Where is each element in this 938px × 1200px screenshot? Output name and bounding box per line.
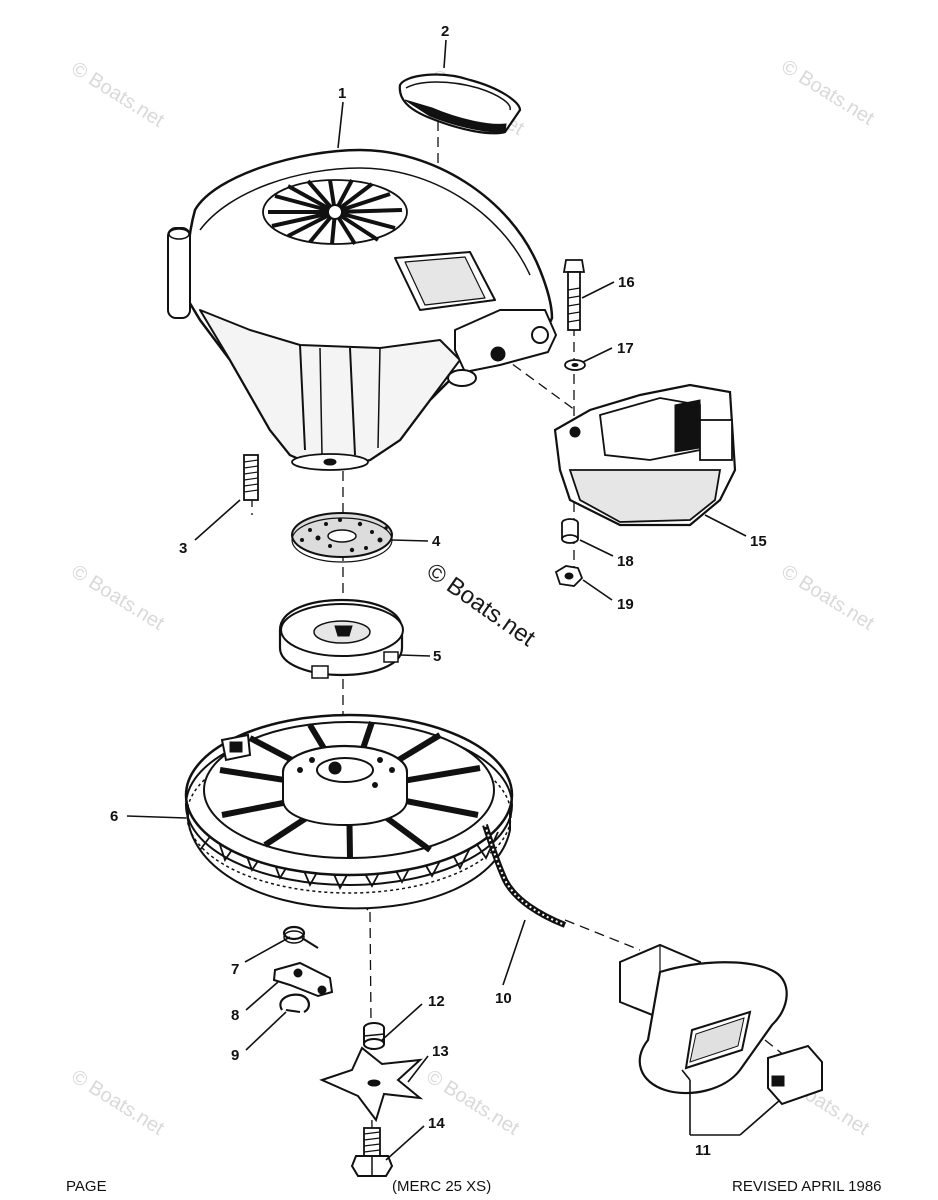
watermark-bottom-left: © Boats.net xyxy=(67,1066,168,1140)
callout-17: 17 xyxy=(617,340,634,357)
callout-7: 7 xyxy=(231,961,239,978)
watermark-top-right: © Boats.net xyxy=(777,56,878,130)
star-plate xyxy=(319,1046,424,1123)
callout-6: 6 xyxy=(110,808,118,825)
bracket xyxy=(553,383,737,527)
starter-rope xyxy=(482,824,567,928)
watermark-mid-left: © Boats.net xyxy=(67,561,168,635)
callout-12: 12 xyxy=(428,993,445,1010)
cover-plate xyxy=(398,73,522,135)
svg-text:© Boats.net: © Boats.net xyxy=(777,56,878,130)
callout-18: 18 xyxy=(617,553,634,570)
callout-10: 10 xyxy=(495,990,512,1007)
bushing xyxy=(363,1022,385,1050)
drive-cup xyxy=(278,598,404,679)
callout-2: 2 xyxy=(441,23,449,40)
pin xyxy=(243,454,259,501)
starter-housing xyxy=(167,148,557,471)
callout-3: 3 xyxy=(179,540,187,557)
retainer-clip xyxy=(279,993,310,1013)
washer xyxy=(564,359,586,371)
pawl xyxy=(272,961,334,998)
nut xyxy=(554,565,584,587)
callout-9: 9 xyxy=(231,1047,239,1064)
pawl-spring xyxy=(282,925,319,949)
callout-8: 8 xyxy=(231,1007,239,1024)
svg-text:© Boats.net: © Boats.net xyxy=(67,58,168,132)
svg-text:© Boats.net: © Boats.net xyxy=(422,558,541,652)
footer-page-label: PAGE xyxy=(66,1178,107,1195)
friction-washer xyxy=(291,512,393,563)
callout-16: 16 xyxy=(618,274,635,291)
callout-11: 11 xyxy=(695,1142,711,1159)
bolt xyxy=(562,259,586,331)
callout-1: 1 xyxy=(338,85,346,102)
footer-model-label: (MERC 25 XS) xyxy=(392,1178,492,1195)
spacer xyxy=(561,518,579,544)
svg-text:© Boats.net: © Boats.net xyxy=(67,561,168,635)
watermark-top-left: © Boats.net xyxy=(67,58,168,132)
watermark-center: © Boats.net xyxy=(422,558,541,652)
callout-5: 5 xyxy=(433,648,441,665)
callout-15: 15 xyxy=(750,533,767,550)
callout-4: 4 xyxy=(432,533,441,550)
svg-text:© Boats.net: © Boats.net xyxy=(777,561,878,635)
callout-13: 13 xyxy=(432,1043,449,1060)
watermark-mid-right: © Boats.net xyxy=(777,561,878,635)
screw xyxy=(350,1127,394,1177)
svg-text:© Boats.net: © Boats.net xyxy=(67,1066,168,1140)
rope-pulley xyxy=(184,713,514,910)
callout-14: 14 xyxy=(428,1115,445,1132)
starter-handle xyxy=(619,943,823,1106)
leader-lines xyxy=(126,39,781,1161)
callout-19: 19 xyxy=(617,596,634,613)
footer-revision-label: REVISED APRIL 1986 xyxy=(732,1178,882,1195)
